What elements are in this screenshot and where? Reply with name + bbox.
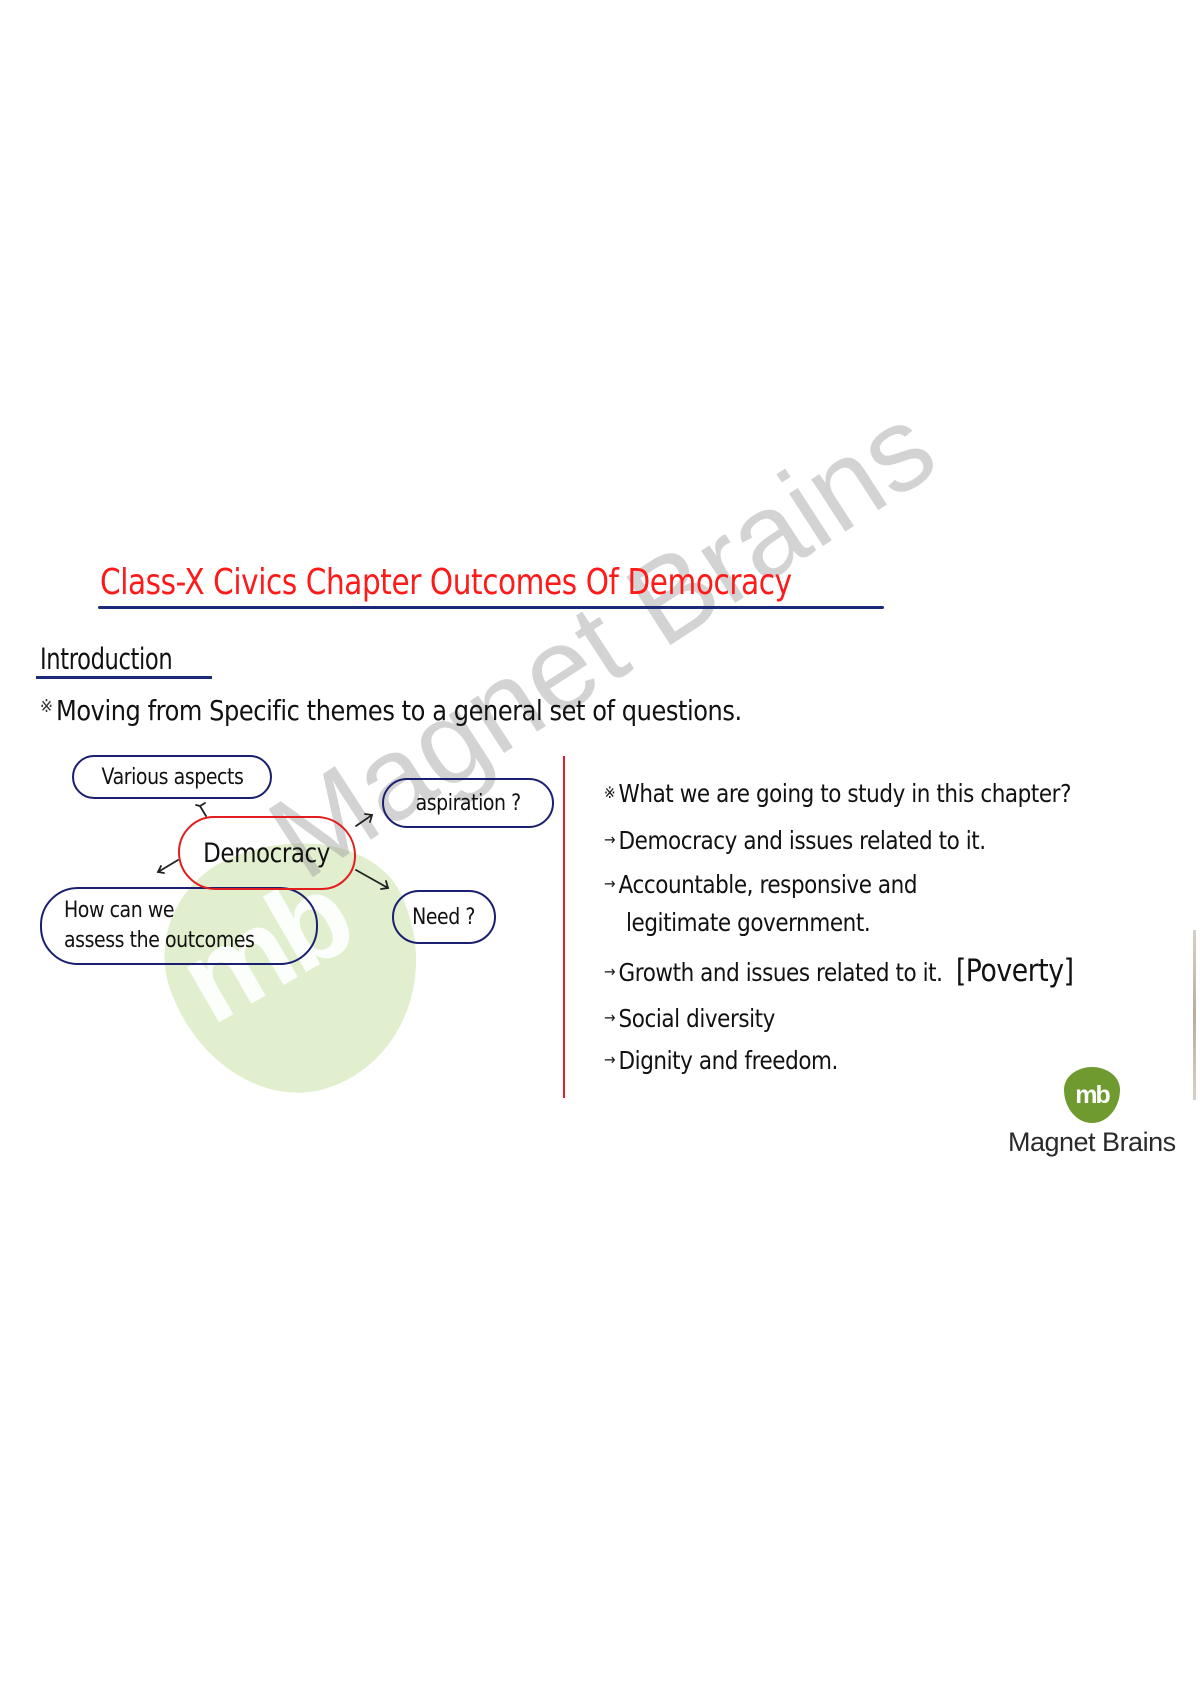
arrow-to-need-icon <box>355 869 389 889</box>
study-item: →Growth and issues related to it. [Pover… <box>604 953 1074 989</box>
brand-logo-mark: mb <box>1075 1080 1110 1109</box>
center-label: Democracy <box>203 837 331 869</box>
study-item: →Democracy and issues related to it. <box>604 826 986 855</box>
mind-map-node-aspiration: aspiration ? <box>382 778 554 828</box>
node-label: Need ? <box>412 904 476 930</box>
arrow-to-various-icon <box>199 805 207 817</box>
arrow-to-aspiration-icon <box>355 814 373 827</box>
study-item-text: Democracy and issues related to it. <box>618 826 987 855</box>
arrow-bullet-icon: → <box>604 1008 616 1027</box>
arrow-to-assess-icon <box>157 859 179 873</box>
mind-map-center-democracy: Democracy <box>178 816 356 890</box>
page-title: Class-X Civics Chapter Outcomes Of Democ… <box>100 562 792 603</box>
mind-map-arrows <box>156 802 390 890</box>
mind-map-node-various-aspects: Various aspects <box>72 755 272 799</box>
study-heading-text: What we are going to study in this chapt… <box>618 779 1072 808</box>
study-item-text: Dignity and freedom. <box>618 1046 839 1075</box>
intro-bullet-text: Moving from Specific themes to a general… <box>55 694 742 727</box>
arrow-bullet-icon: → <box>604 1050 616 1069</box>
node-label-line-1: How can we <box>64 898 175 923</box>
study-item-note: [Poverty] <box>955 953 1074 989</box>
arrow-bullet-icon: → <box>604 874 616 893</box>
study-item: →Social diversity <box>604 1004 775 1033</box>
study-heading: ※What we are going to study in this chap… <box>604 779 1072 808</box>
star-bullet-icon: ※ <box>604 783 616 802</box>
study-item-text: Social diversity <box>618 1004 776 1033</box>
intro-bullet: ※Moving from Specific themes to a genera… <box>40 694 742 727</box>
study-item-text: Growth and issues related to it. <box>618 958 943 987</box>
study-item: →Accountable, responsive and <box>604 870 917 899</box>
node-label-line-2: assess the outcomes <box>64 928 255 953</box>
brand-name: Magnet Brains <box>1008 1127 1176 1157</box>
star-bullet-icon: ※ <box>40 696 53 717</box>
page-edge-shadow <box>1193 930 1196 1100</box>
node-label: Various aspects <box>101 764 243 790</box>
study-item: →Dignity and freedom. <box>604 1046 838 1075</box>
section-heading: Introduction <box>40 642 173 676</box>
study-item-continuation: legitimate government. <box>626 908 871 937</box>
arrow-bullet-icon: → <box>604 962 616 981</box>
arrow-bullet-icon: → <box>604 830 616 849</box>
mind-map-node-need: Need ? <box>392 890 496 944</box>
title-underline <box>98 606 884 609</box>
column-divider <box>563 756 565 1098</box>
mind-map-node-assess-outcomes: How can we assess the outcomes <box>40 887 318 965</box>
node-label: aspiration ? <box>415 790 521 816</box>
study-item-text: Accountable, responsive and <box>618 870 918 899</box>
section-underline <box>36 676 212 679</box>
brand-logo-icon: mb <box>1064 1067 1120 1123</box>
